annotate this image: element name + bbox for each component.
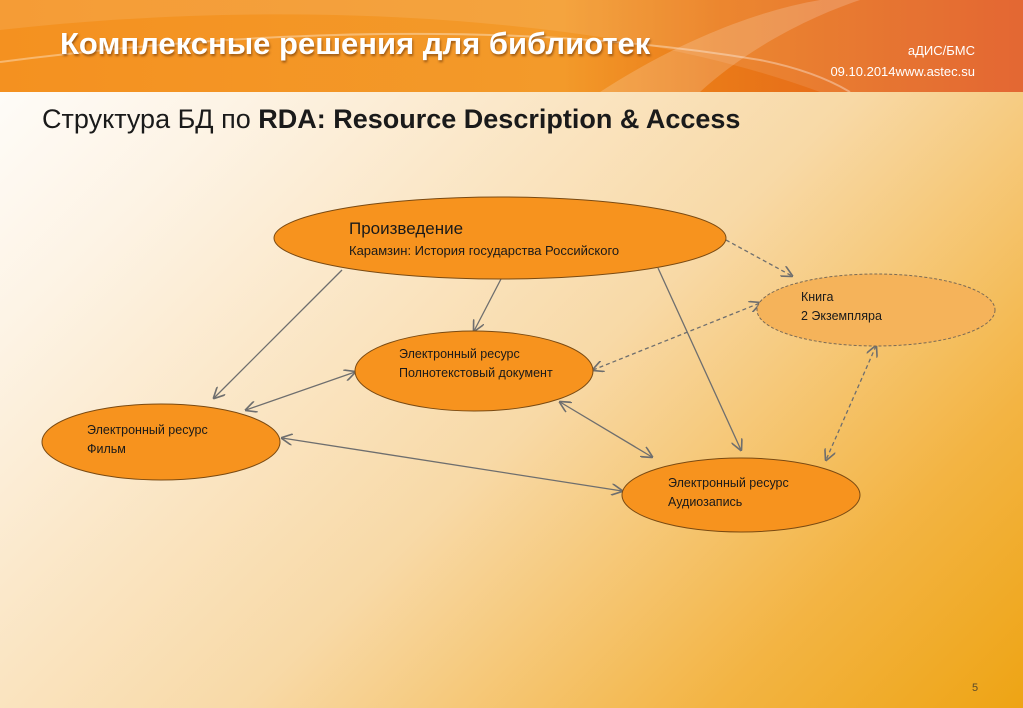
slide-title-prefix: Структура БД по	[42, 104, 259, 134]
node-e-film-label: Электронный ресурс Фильм	[87, 421, 208, 459]
header-decoration	[0, 0, 1023, 92]
node-e-text-label: Электронный ресурс Полнотекстовый докуме…	[399, 345, 553, 383]
slide-title: Структура БД по RDA: Resource Descriptio…	[42, 104, 740, 135]
header-meta-system: аДИС/БМС	[907, 43, 975, 58]
node-e-audio-label: Электронный ресурс Аудиозапись	[668, 474, 789, 512]
node-e-text	[354, 330, 594, 412]
node-book-label: Книга 2 Экземпляра	[801, 288, 882, 326]
node-book	[756, 273, 996, 347]
slide-title-bold: RDA: Resource Description & Access	[258, 104, 741, 134]
node-e-text-title: Электронный ресурс	[399, 347, 520, 361]
node-e-audio	[621, 457, 861, 533]
node-book-subtitle: 2 Экземпляра	[801, 309, 882, 323]
node-e-film	[41, 403, 281, 481]
node-work-subtitle: Карамзин: История государства Российског…	[349, 243, 620, 258]
node-book-title: Книга	[801, 290, 834, 304]
connector-text-book	[593, 303, 760, 370]
node-e-film-title: Электронный ресурс	[87, 423, 208, 437]
node-e-audio-title: Электронный ресурс	[668, 476, 789, 490]
connector-film-audio	[282, 438, 622, 491]
connector-work-to-audio	[657, 267, 741, 450]
connector-text-audio	[560, 402, 652, 457]
connector-film-text	[246, 372, 355, 410]
node-work	[273, 196, 727, 280]
header-title: Комплексные решения для библиотек	[60, 26, 651, 61]
node-e-audio-subtitle: Аудиозапись	[668, 495, 743, 509]
node-e-film-subtitle: Фильм	[87, 442, 126, 456]
header-meta: аДИС/БМС 09.10.2014www.astec.su	[830, 40, 975, 82]
node-work-label: Произведение Карамзин: История государст…	[349, 216, 619, 260]
node-e-text-subtitle: Полнотекстовый документ	[399, 366, 553, 380]
connector-work-to-text	[474, 278, 502, 331]
connector-work-to-book	[725, 239, 792, 276]
header-bar: Комплексные решения для библиотек аДИС/Б…	[0, 0, 1023, 92]
node-work-title: Произведение	[349, 219, 464, 238]
page-number: 5	[972, 682, 979, 694]
connector-work-to-film	[214, 269, 343, 398]
connector-book-audio	[826, 346, 876, 460]
header-meta-date-site: 09.10.2014www.astec.su	[830, 64, 975, 79]
